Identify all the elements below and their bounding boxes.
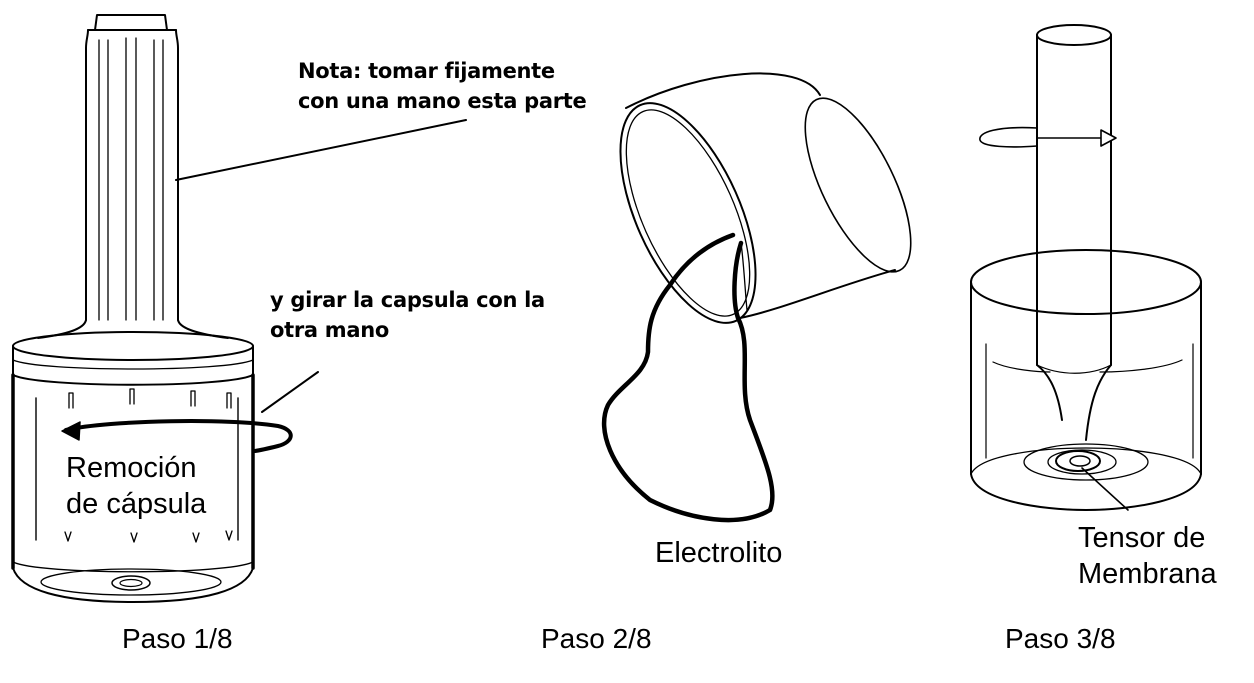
twist-note: y girar la capsula con la otra mano <box>270 285 545 345</box>
step-3-caption: Paso 3/8 <box>1005 623 1116 654</box>
twist-note-line-2: otra mano <box>270 318 390 342</box>
capsule-removal-label: Remoción de cápsula <box>66 450 206 522</box>
cup-illustration <box>601 72 912 523</box>
hold-note-line-2: con una mano esta parte <box>298 89 587 113</box>
membrane-tensor-line-2: Membrana <box>1078 558 1217 590</box>
step-1-caption: Paso 1/8 <box>122 623 233 654</box>
twist-note-line-1: y girar la capsula con la <box>270 288 545 312</box>
membrane-tensor-label: Tensor de Membrana <box>1078 520 1217 592</box>
capsule-removal-line-1: Remoción <box>66 452 197 484</box>
capsule-removal-line-2: de cápsula <box>66 488 207 520</box>
membrane-illustration <box>970 24 1202 511</box>
step-2-caption: Paso 2/8 <box>541 623 652 654</box>
hold-note-line-1: Nota: tomar fijamente <box>298 59 555 83</box>
sensor-illustration <box>11 14 467 603</box>
membrane-tensor-line-1: Tensor de <box>1078 522 1206 554</box>
electrolyte-label: Electrolito <box>655 537 783 569</box>
hold-note: Nota: tomar fijamente con una mano esta … <box>298 56 587 116</box>
